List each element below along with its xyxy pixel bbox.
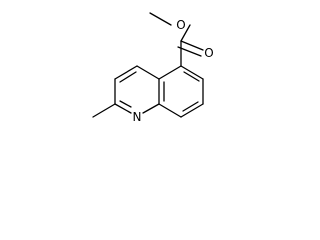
bond-c7-c8-inner	[182, 101, 199, 112]
bond-c4-c3-inner	[119, 71, 137, 83]
bond-n1-c8a	[142, 103, 160, 114]
bond-c7-c8	[180, 103, 204, 118]
ester-oxygen-label: O	[176, 18, 185, 32]
carbonyl-oxygen-label: O	[204, 46, 213, 60]
bond-c8-c8a	[158, 103, 182, 118]
bond-carbonyl-c-o-1	[180, 40, 204, 51]
bond-c4a-c5	[158, 65, 182, 80]
bond-c2-methyl	[92, 103, 116, 118]
bond-c2-n1-inner	[119, 100, 132, 108]
bond-c5-c6	[180, 65, 204, 80]
bond-c2-n1	[114, 103, 132, 114]
methyl-2-methylquinoline-5-carboxylate-structure: O O N	[92, 12, 214, 124]
bond-c4a-c4	[136, 65, 160, 80]
bond-ester-oxygen-carbonyl	[180, 24, 191, 42]
bond-carbonyl-c-o-2	[177, 46, 202, 57]
bond-methyl-ester-oxygen	[149, 12, 172, 26]
bond-c4-c3	[114, 65, 138, 80]
bond-c5-c6-inner	[183, 71, 200, 82]
ring-nitrogen-label: N	[133, 110, 142, 124]
